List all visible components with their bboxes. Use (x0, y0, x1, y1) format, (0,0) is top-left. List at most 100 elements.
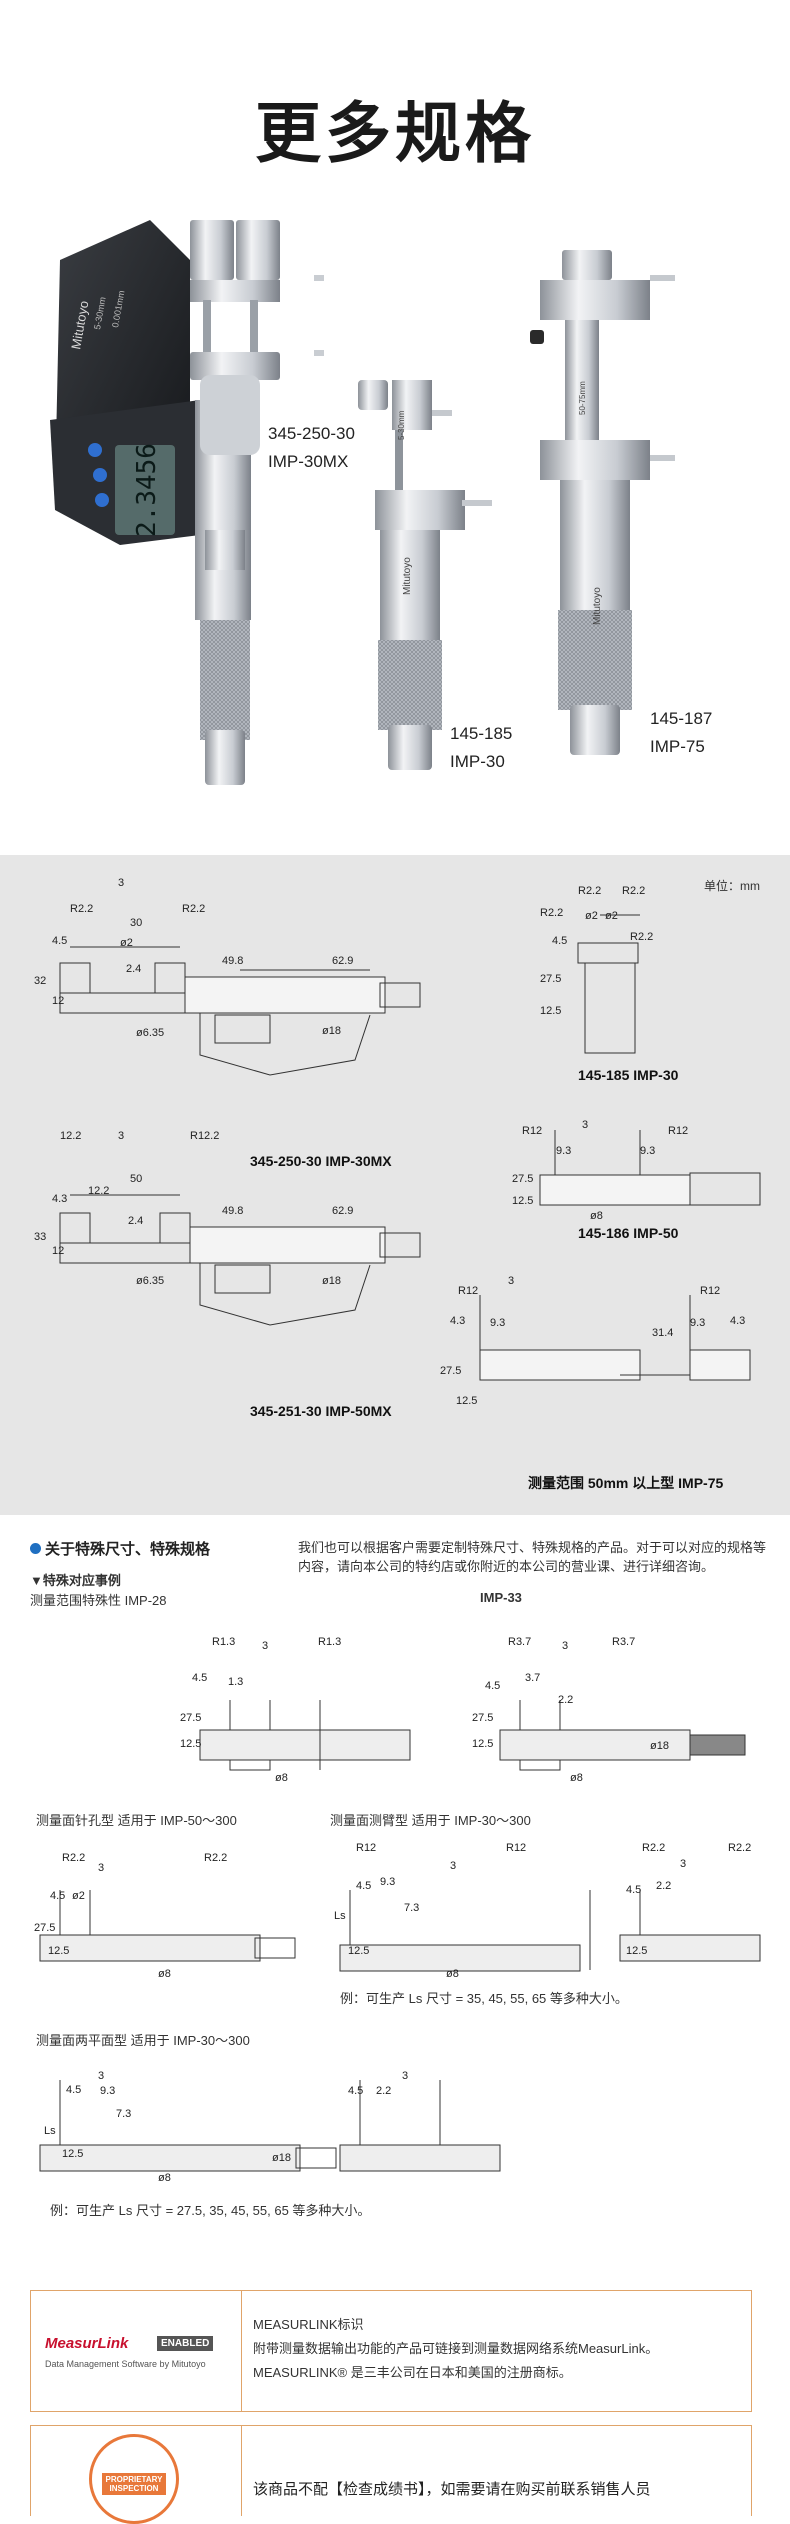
dim: 27.5 (440, 1365, 462, 1377)
dim: 30 (130, 917, 143, 929)
model-label-2: 145-185 IMP-30 (450, 720, 512, 776)
dim: 12.5 (456, 1395, 478, 1407)
dim: 3 (450, 1860, 457, 1872)
bullet-icon (30, 1543, 41, 1554)
dim: R12 (668, 1125, 689, 1137)
dim: 32 (34, 975, 47, 987)
dim: 2.4 (126, 963, 142, 975)
dim: 9.3 (380, 1876, 396, 1888)
model-name: IMP-30 (450, 752, 505, 771)
dim: R1.3 (318, 1636, 342, 1648)
model-name: IMP-30MX (268, 452, 349, 471)
example-6-title: 测量面两平面型 适用于 IMP-30～300 (36, 2033, 250, 2048)
dim: ø6.35 (136, 1275, 165, 1287)
dim: ø2 (605, 910, 618, 922)
measurlink-line: MEASURLINK标识 (253, 2317, 364, 2332)
dim: ø8 (590, 1210, 603, 1222)
dim: 3.7 (525, 1672, 541, 1684)
dim: 27.5 (512, 1173, 534, 1185)
dim: 49.8 (222, 955, 244, 967)
measurlink-text: MEASURLINK标识 附带测量数据输出功能的产品可链接到测量数据网络系统Me… (253, 2313, 658, 2385)
dim: R12.2 (190, 1130, 220, 1142)
dim: ø8 (158, 2172, 171, 2184)
model-name: IMP-75 (650, 737, 705, 756)
dim: 4.3 (450, 1315, 466, 1327)
dim: R12 (458, 1285, 479, 1297)
inspection-stamp-cell: PROPRIETARY INSPECTION (31, 2426, 242, 2524)
dim: 4.3 (730, 1315, 746, 1327)
dim: R3.7 (612, 1636, 636, 1648)
dim: R2.2 (540, 907, 564, 919)
product-photos: 2.3456 Mitutoyo 5-30mm 0.001mm Mitutoyo (0, 200, 790, 840)
dim: 12 (52, 995, 65, 1007)
dim: 12.2 (88, 1185, 110, 1197)
model-code: 145-187 (650, 709, 713, 728)
special-heading: 关于特殊尺寸、特殊规格 (30, 1538, 300, 1559)
dim: 7.3 (404, 1902, 420, 1914)
dim: 12.5 (472, 1738, 494, 1750)
drawing-label-2: 145-185 IMP-30 (578, 1067, 679, 1083)
imp30-range-label: 5-30mm (397, 410, 406, 440)
dim: ø18 (272, 2152, 291, 2164)
dim: 4.5 (485, 1680, 501, 1692)
dim: 12.5 (180, 1738, 202, 1750)
dim: Ls (44, 2125, 56, 2137)
dim: 4.3 (52, 1193, 68, 1205)
dim: R2.2 (62, 1852, 86, 1864)
dim: 9.3 (690, 1317, 706, 1329)
dim: 3 (582, 1119, 589, 1131)
technical-drawings (59, 914, 761, 1381)
dim: 12.5 (348, 1945, 370, 1957)
dim: 9.3 (100, 2085, 116, 2097)
drawing-label-3: 345-251-30 IMP-50MX (250, 1403, 392, 1419)
dim: R12 (506, 1842, 527, 1854)
dim: R1.3 (212, 1636, 236, 1648)
dim: ø2 (585, 910, 598, 922)
dim: 3 (262, 1640, 269, 1652)
dim: 2.2 (656, 1880, 672, 1892)
imp75-micrometer-image: Mitutoyo 50-75mm (530, 250, 675, 755)
dim: 3 (118, 1130, 125, 1142)
dim: R2.2 (728, 1842, 752, 1854)
dim: 4.5 (66, 2084, 82, 2096)
dim: ø6.35 (136, 1027, 165, 1039)
model-code: 145-185 (450, 724, 513, 743)
dim: R2.2 (630, 931, 654, 943)
dim: ø8 (446, 1968, 459, 1980)
example-6-note: 例：可生产 Ls 尺寸 = 27.5, 35, 45, 55, 65 等多种大小… (50, 2203, 371, 2218)
dim: 3 (402, 2070, 409, 2082)
dim: 49.8 (222, 1205, 244, 1217)
dim: 9.3 (640, 1145, 656, 1157)
dim: 4.5 (348, 2085, 364, 2097)
dim: 4.5 (356, 1880, 372, 1892)
dim: 3 (98, 1862, 105, 1874)
dim: R12 (356, 1842, 377, 1854)
measurlink-badge: ENABLED (157, 2336, 214, 2351)
example-2-title: IMP-33 (480, 1590, 522, 1605)
inspection-stamp-icon: PROPRIETARY INSPECTION (89, 2434, 179, 2524)
dim: 31.4 (652, 1327, 674, 1339)
drawing-label-4: 145-186 IMP-50 (578, 1225, 679, 1241)
imp75-brand-label: Mitutoyo (592, 587, 603, 625)
example-4-title: 测量面测臂型 适用于 IMP-30～300 (330, 1813, 531, 1828)
digital-micrometer-image: 2.3456 Mitutoyo 5-30mm 0.001mm (50, 220, 324, 785)
special-heading-text: 关于特殊尺寸、特殊规格 (45, 1541, 211, 1558)
dim: 3 (680, 1858, 687, 1870)
dim: 2.2 (558, 1694, 574, 1706)
dim: 50 (130, 1173, 143, 1185)
measurlink-box: MeasurLink ENABLED Data Management Softw… (30, 2290, 752, 2412)
dim: 27.5 (180, 1712, 202, 1724)
dim: ø2 (120, 937, 133, 949)
example-3-title: 测量面针孔型 适用于 IMP-50～300 (36, 1813, 237, 1828)
measurlink-logo-text: MeasurLink (45, 2335, 129, 2352)
imp75-range-label: 50-75mm (578, 381, 587, 415)
model-label-3: 145-187 IMP-75 (650, 705, 712, 761)
imp30-brand-label: Mitutoyo (402, 557, 413, 595)
inspection-stamp-text: PROPRIETARY INSPECTION (102, 2473, 166, 2495)
dim: 4.5 (626, 1884, 642, 1896)
measurlink-subtitle: Data Management Software by Mitutoyo (45, 2359, 206, 2369)
dim: R3.7 (508, 1636, 532, 1648)
measurlink-logo: MeasurLink ENABLED Data Management Softw… (31, 2291, 242, 2411)
model-label-1: 345-250-30 IMP-30MX (268, 420, 355, 476)
dim: R2.2 (70, 903, 94, 915)
